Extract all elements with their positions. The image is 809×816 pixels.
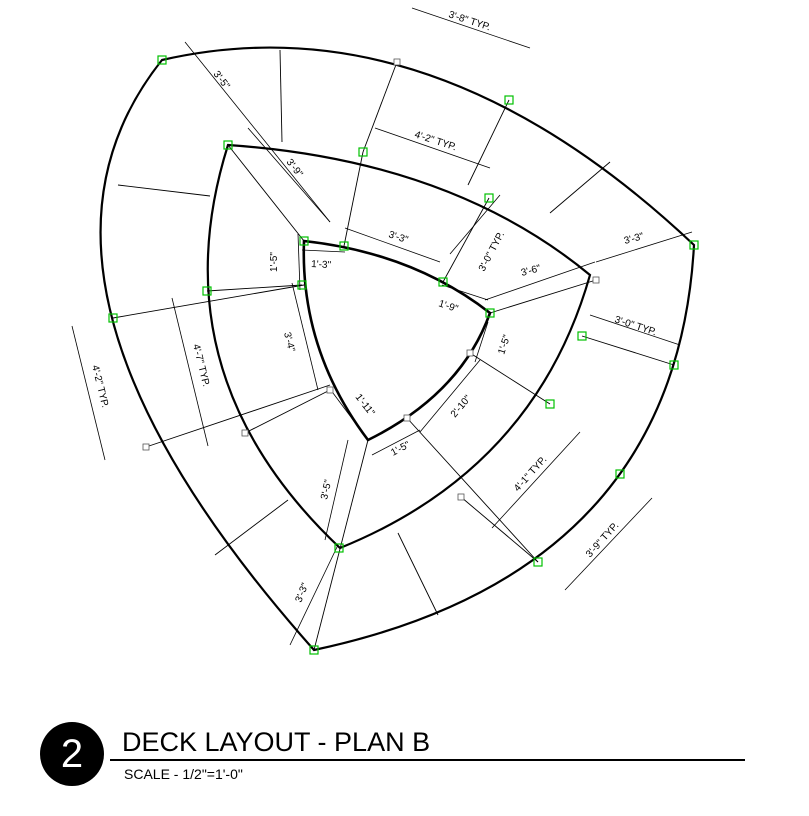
- drawing-number-badge: 2: [40, 722, 104, 786]
- dim-label: 3'-3": [294, 581, 312, 604]
- dim-label: 1'-5": [496, 333, 513, 356]
- dim-label: 3'-5": [211, 69, 232, 92]
- middle-ring-boundary: [206, 143, 592, 550]
- dim-label: 3'-6": [520, 263, 543, 279]
- dim-label: 3'-8" TYP.: [447, 9, 492, 33]
- dim-label: 1'-3": [311, 259, 332, 271]
- grey-node-markers: [142, 58, 600, 501]
- dim-label: 1'-5": [269, 252, 280, 272]
- title-underline: [110, 759, 745, 761]
- dim-label: 3'-9" TYP.: [584, 520, 621, 560]
- outer-deck-boundary: [99, 46, 696, 652]
- dim-label: 1'-11": [353, 392, 377, 419]
- drawing-title: DECK LAYOUT - PLAN B: [122, 727, 431, 757]
- dim-label: 3'-3": [387, 229, 410, 246]
- dim-label: 3'-4": [281, 331, 297, 353]
- inner-opening-boundary: [302, 239, 492, 442]
- dim-label: 3'-3": [623, 231, 646, 247]
- dim-label: 4'-2" TYP.: [413, 129, 458, 153]
- dim-label: 4'-7" TYP.: [190, 343, 211, 388]
- dim-label: 4'-2" TYP.: [89, 364, 110, 409]
- board-joint-lines: [112, 49, 675, 651]
- dim-label: 2'-10": [449, 393, 474, 420]
- drawing-scale: SCALE - 1/2"=1'-0": [124, 766, 243, 782]
- dim-label: 1'-9": [437, 298, 460, 315]
- dim-label: 3'-5": [319, 478, 334, 500]
- dim-label: 3'-0" TYP.: [613, 314, 658, 338]
- dim-label: 4'-1" TYP.: [512, 454, 549, 494]
- dim-label: 1'-5": [389, 439, 412, 458]
- dim-label: 3'-0" TYP.: [477, 230, 507, 274]
- dimension-lines: [71, 7, 693, 646]
- vertex-markers: [108, 55, 699, 655]
